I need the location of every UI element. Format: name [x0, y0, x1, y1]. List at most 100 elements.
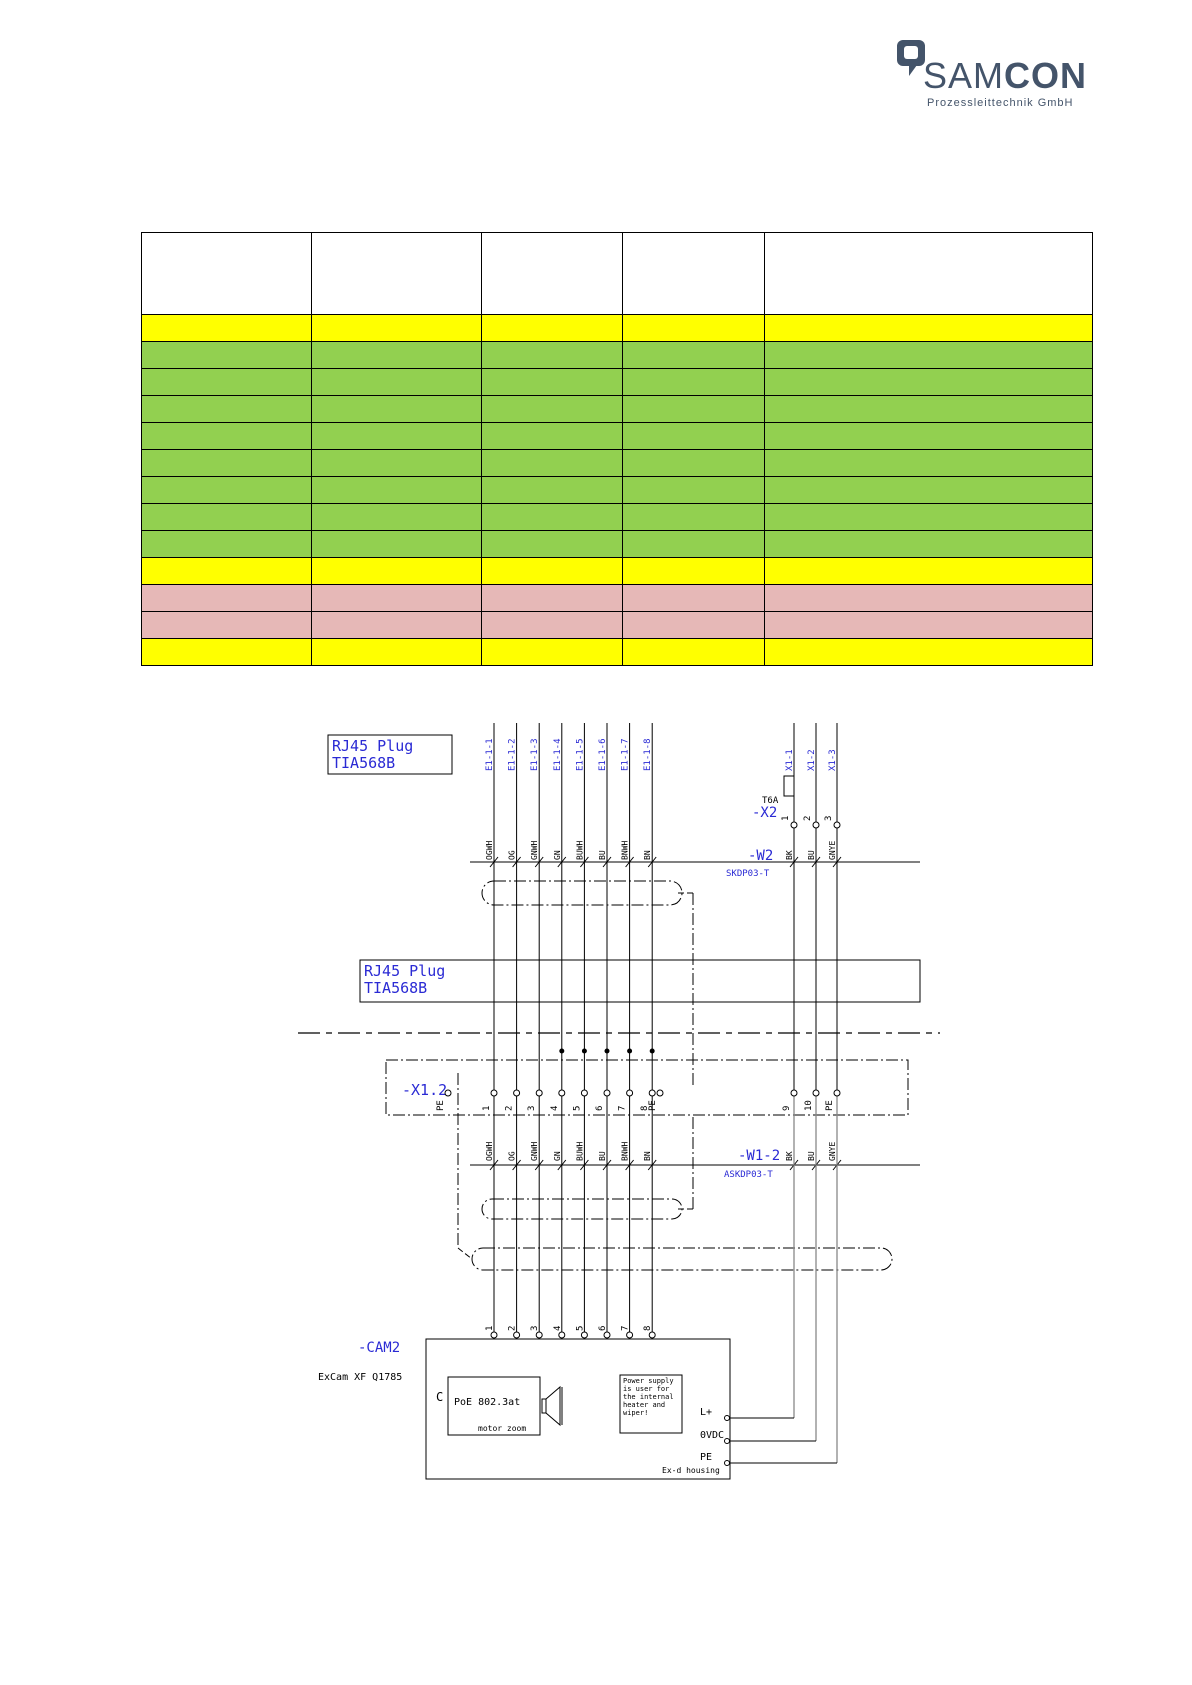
w12-power-core-label: BU [807, 1151, 816, 1161]
e1-terminal-label: E1-1-7 [621, 738, 631, 771]
w2-core-label: GN [553, 850, 562, 860]
fuse-icon [783, 775, 795, 797]
core-tick [647, 1159, 657, 1171]
table-cell [481, 611, 623, 639]
table-cell [311, 611, 482, 639]
w2-core-label: BUWH [575, 841, 584, 860]
table-cell [311, 422, 482, 450]
cam-pin-label: 2 [508, 1326, 518, 1331]
table-cell [141, 314, 312, 342]
table-cell [622, 341, 765, 369]
core-tick [580, 1159, 589, 1171]
x12-terminal [812, 1089, 820, 1097]
x12-pin-label: 1 [482, 1106, 492, 1111]
lens-icon [541, 1385, 563, 1427]
w2-core-label: GNWH [530, 841, 539, 860]
x12-terminal [603, 1089, 611, 1097]
core-tick [789, 856, 799, 868]
w2-label: -W2 [748, 848, 773, 864]
table-cell [764, 530, 1093, 558]
table-cell [311, 638, 482, 666]
table-cell [311, 368, 482, 396]
table-cell [622, 476, 765, 504]
table-cell [481, 449, 623, 477]
table-cell [622, 584, 765, 612]
core-tick [512, 856, 521, 868]
table-cell [622, 314, 765, 342]
poe-label: PoE 802.3at [454, 1397, 520, 1408]
x2-terminal [833, 821, 841, 829]
power-terminal [724, 1415, 730, 1421]
x12-terminal [490, 1089, 498, 1097]
table-cell [141, 476, 312, 504]
table-header-cell [764, 232, 1093, 315]
e1-terminal-label: E1-1-1 [485, 738, 495, 771]
table-cell [141, 503, 312, 531]
w2-shield [481, 880, 683, 906]
core-tick [811, 856, 821, 868]
x12-pin-label: 2 [505, 1106, 515, 1111]
x12-terminal [580, 1089, 588, 1097]
w2-core-label: OG [508, 850, 517, 860]
cam-pin-label: 7 [621, 1326, 631, 1331]
core-tick [832, 856, 842, 868]
table-cell [622, 638, 765, 666]
table-cell [481, 422, 623, 450]
table-cell [764, 422, 1093, 450]
table-cell [481, 503, 623, 531]
x12-pin-label: 8 [640, 1106, 650, 1111]
e1-terminal-label: E1-1-3 [530, 738, 540, 771]
e1-terminal-label: E1-1-8 [643, 738, 653, 771]
power-terminal-label: L+ [700, 1407, 712, 1418]
table-cell [764, 341, 1093, 369]
w2-power-core-label: BK [785, 850, 794, 860]
e1-terminal-label: E1-1-5 [575, 738, 585, 771]
table-row [141, 449, 1093, 477]
w12-core-label: BU [598, 1151, 607, 1161]
table-cell [764, 395, 1093, 423]
x12-terminal [833, 1089, 841, 1097]
power-note-line: is user for [623, 1385, 669, 1393]
table-row [141, 638, 1093, 666]
table-cell [141, 530, 312, 558]
table-header-cell [311, 232, 482, 315]
x12-pin-label: 7 [618, 1106, 628, 1111]
table-cell [141, 341, 312, 369]
table-body [141, 314, 1093, 666]
x2-pin-label: 1 [781, 816, 791, 821]
table-cell [141, 395, 312, 423]
table-row [141, 476, 1093, 504]
table-cell [764, 503, 1093, 531]
table-cell [481, 557, 623, 585]
x12-box [385, 1059, 909, 1116]
core-tick [534, 856, 544, 868]
e1-terminal-label: E1-1-4 [553, 738, 563, 771]
w12-power-core-label: BK [785, 1151, 794, 1161]
power-terminal-label: 0VDC [700, 1430, 724, 1441]
power-note-line: the internal [623, 1393, 674, 1401]
x1-terminal-label: X1-3 [828, 749, 838, 771]
cam-pin-label: 4 [553, 1326, 563, 1331]
x12-terminal [535, 1089, 543, 1097]
x2-pin-label: 3 [824, 816, 834, 821]
core-tick [602, 1159, 612, 1171]
cam-pin-terminal [580, 1331, 588, 1339]
w12-outer-shield [471, 1247, 893, 1271]
e1-terminal-label: E1-1-2 [508, 738, 518, 771]
w12-type: ASKDP03-T [724, 1170, 773, 1180]
w12-core-label: GNWH [530, 1142, 539, 1161]
plug-top-line1: RJ45 Plug [332, 737, 413, 755]
table-cell [311, 395, 482, 423]
x12-terminal [444, 1089, 452, 1097]
w12-power-core-label: GNYE [828, 1142, 837, 1161]
x12-pin-label: 9 [782, 1106, 792, 1111]
plug-mid-line1: RJ45 Plug [364, 962, 445, 980]
table-row [141, 314, 1093, 342]
cam-pin-terminal [535, 1331, 543, 1339]
fuse-label: T6A [762, 796, 779, 806]
table-row [141, 422, 1093, 450]
table-cell [141, 368, 312, 396]
table-row [141, 611, 1093, 639]
logo-tagline: Prozessleittechnik GmbH [927, 97, 1074, 109]
plug-mid-box [359, 959, 921, 1003]
